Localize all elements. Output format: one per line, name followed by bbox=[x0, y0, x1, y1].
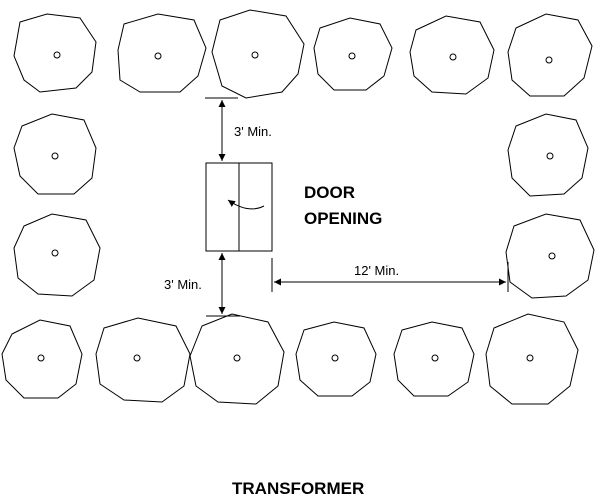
shrub-left-1 bbox=[13, 113, 97, 195]
shrub-right-2 bbox=[505, 213, 595, 299]
shrub-top-3 bbox=[211, 9, 305, 99]
shrub-bottom-5 bbox=[393, 321, 475, 397]
bottom-clearance-label: 3' Min. bbox=[164, 277, 202, 292]
door-label-line1: DOOR bbox=[304, 183, 355, 202]
door-label-line2: OPENING bbox=[304, 209, 382, 228]
top-clearance-dimension: 3' Min. bbox=[205, 97, 272, 161]
shrub-bottom-3 bbox=[189, 313, 285, 405]
shrub-bottom-4 bbox=[295, 321, 377, 397]
top-clearance-label: 3' Min. bbox=[234, 124, 272, 139]
diagram-title: TRANSFORMER bbox=[232, 479, 364, 498]
shrub-left-2 bbox=[13, 213, 101, 297]
shrub-top-2 bbox=[117, 13, 207, 93]
side-clearance-label: 12' Min. bbox=[354, 263, 399, 278]
door-opening bbox=[205, 162, 273, 252]
bottom-clearance-dimension: 3' Min. bbox=[164, 253, 240, 317]
shrub-top-1 bbox=[13, 13, 97, 93]
shrub-bottom-2 bbox=[95, 317, 191, 403]
shrub-bottom-1 bbox=[1, 319, 83, 399]
shrub-right-1 bbox=[507, 113, 589, 197]
side-clearance-dimension: 12' Min. bbox=[271, 258, 509, 292]
shrub-bottom-6 bbox=[485, 313, 579, 405]
shrub-top-6 bbox=[507, 13, 593, 97]
shrub-top-5 bbox=[409, 15, 495, 95]
shrub-top-4 bbox=[313, 17, 393, 91]
